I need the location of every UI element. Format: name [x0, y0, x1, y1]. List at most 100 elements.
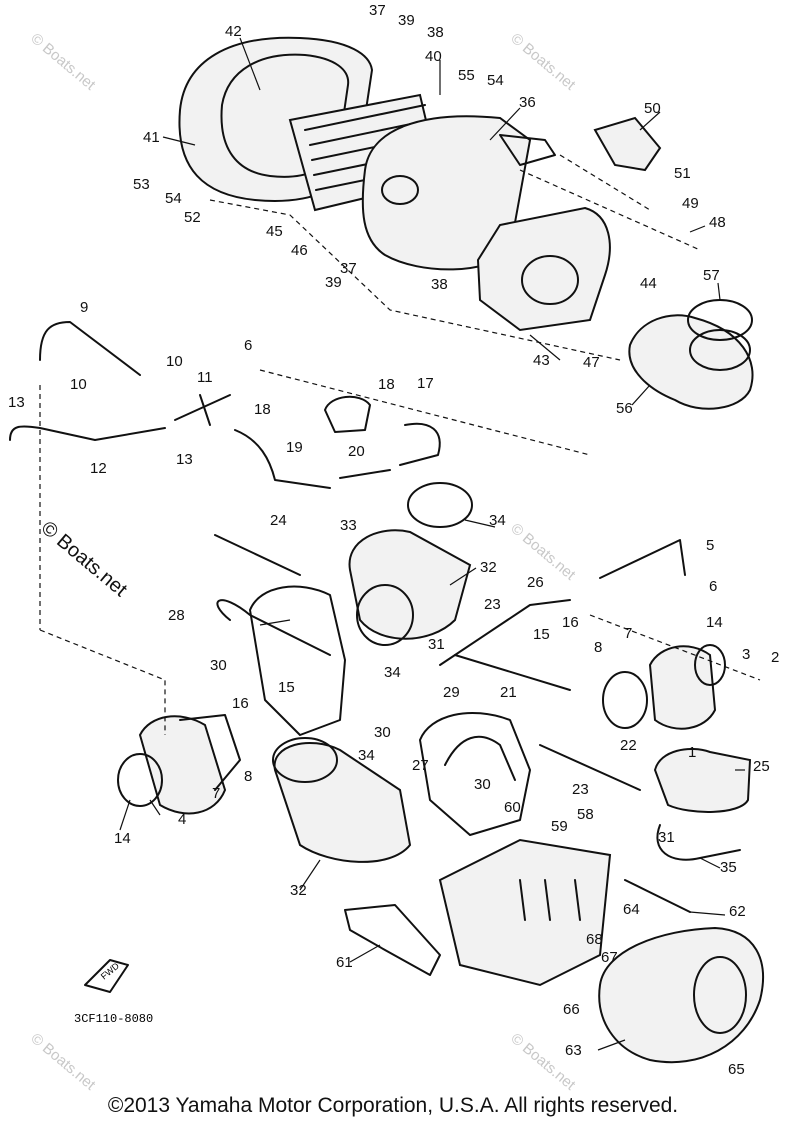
diagram-code: 3CF110-8080: [74, 1012, 153, 1026]
callout-31b: 31: [658, 829, 675, 846]
callout-60: 60: [504, 799, 521, 816]
hose-27: [444, 735, 516, 781]
callout-37b: 37: [340, 260, 357, 277]
callout-65: 65: [728, 1061, 745, 1078]
callout-35: 35: [720, 859, 737, 876]
joint-clamp-34: [407, 482, 473, 528]
hose-5: [599, 539, 686, 579]
callout-30b: 30: [374, 724, 391, 741]
callout-34b: 34: [384, 664, 401, 681]
throttle-body-25: [653, 748, 752, 813]
callout-17: 17: [417, 375, 434, 392]
callout-18: 18: [378, 376, 395, 393]
carb-joint-1: [648, 645, 717, 730]
callout-39: 39: [398, 12, 415, 29]
callout-39b: 39: [325, 274, 342, 291]
callout-9: 9: [80, 299, 88, 316]
callout-42: 42: [225, 23, 242, 40]
hose-17: [399, 422, 441, 466]
dash-line: [259, 369, 591, 456]
callout-5: 5: [706, 537, 714, 554]
callout-8: 8: [594, 639, 602, 656]
side-cover-panel: [476, 206, 611, 332]
callout-43: 43: [533, 352, 550, 369]
dash-line: [589, 614, 761, 681]
air-cleaner-cover-right: [598, 926, 764, 1064]
callout-13b: 13: [176, 451, 193, 468]
hose-12: [9, 425, 166, 441]
hose-26: [439, 599, 571, 666]
callout-15b: 15: [278, 679, 295, 696]
callout-16b: 16: [232, 695, 249, 712]
callout-30c: 30: [474, 776, 491, 793]
callout-10b: 10: [70, 376, 87, 393]
callout-1: 1: [688, 744, 696, 761]
intake-joint-33: [348, 529, 472, 640]
callout-63: 63: [565, 1042, 582, 1059]
callout-24: 24: [270, 512, 287, 529]
carburetor-outline-lower: [419, 712, 531, 836]
watermark-main: © Boats.net: [37, 517, 132, 601]
watermark: © Boats.net: [27, 1030, 99, 1094]
intake-elbow-56: [628, 314, 754, 410]
wire-35: [656, 824, 741, 861]
callout-44: 44: [640, 275, 657, 292]
hose-9: [39, 321, 141, 376]
callout-66: 66: [563, 1001, 580, 1018]
callout-64: 64: [623, 901, 640, 918]
cover-emblem: [693, 956, 747, 1034]
filter-ribs: [304, 104, 439, 191]
callout-21: 21: [500, 684, 517, 701]
watermark: © Boats.net: [27, 30, 99, 94]
callouts: 1 2 3 4 5 6 6 7 7 8 8 9 10 10 11 12 13 1…: [8, 2, 779, 1078]
callout-58: 58: [577, 806, 594, 823]
hose-24: [214, 534, 301, 576]
dash-line: [519, 154, 701, 251]
callout-31: 31: [428, 636, 445, 653]
o-ring-14-left: [117, 753, 163, 807]
callout-68: 68: [586, 931, 603, 948]
callout-10: 10: [166, 353, 183, 370]
dash-line: [209, 199, 621, 361]
callout-4: 4: [178, 811, 186, 828]
pipe-22: [539, 744, 641, 791]
callout-56: 56: [616, 400, 633, 417]
callout-32: 32: [480, 559, 497, 576]
callout-25: 25: [753, 758, 770, 775]
callout-11: 11: [197, 369, 213, 386]
callout-14b: 14: [114, 830, 131, 847]
callout-2: 2: [771, 649, 779, 666]
carburetor-outline-upper: [249, 585, 346, 736]
callout-40: 40: [425, 48, 442, 65]
bolt-62: [624, 879, 691, 913]
callout-37: 37: [369, 2, 386, 19]
callout-12: 12: [90, 460, 107, 477]
callout-23b: 23: [572, 781, 589, 798]
callout-15: 15: [533, 626, 550, 643]
copyright-notice: ©2013 Yamaha Motor Corporation, U.S.A. A…: [107, 1094, 679, 1117]
joint-flange: [356, 584, 414, 646]
callout-38: 38: [427, 24, 444, 41]
callout-51: 51: [674, 165, 691, 182]
callout-45: 45: [266, 223, 283, 240]
callout-53: 53: [133, 176, 150, 193]
callout-19: 19: [286, 439, 303, 456]
hose-19: [234, 429, 331, 489]
callout-33: 33: [340, 517, 357, 534]
callout-6: 6: [709, 578, 717, 595]
callout-27: 27: [412, 757, 429, 774]
o-ring-14-right: [694, 644, 726, 686]
callout-61: 61: [336, 954, 353, 971]
intake-ring-57b: [689, 329, 751, 371]
callout-8b: 8: [244, 768, 252, 785]
callout-54: 54: [165, 190, 182, 207]
callout-29: 29: [443, 684, 460, 701]
callout-7: 7: [624, 625, 632, 642]
case-port: [381, 175, 419, 205]
callout-48: 48: [709, 214, 726, 231]
callout-16: 16: [562, 614, 579, 631]
callout-49: 49: [682, 195, 699, 212]
callout-59: 59: [551, 818, 568, 835]
callout-47: 47: [583, 354, 600, 371]
